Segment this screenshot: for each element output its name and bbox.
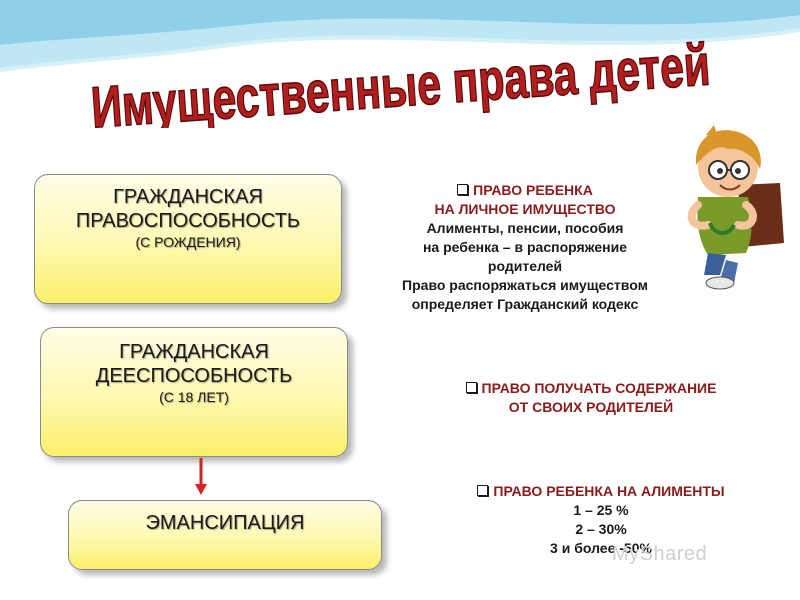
alimony-rate-2: 2 – 30% [575, 521, 627, 537]
property-right-line-3: родителей [487, 258, 563, 274]
civil-capacity-note: (С РОЖДЕНИЯ) [135, 234, 241, 250]
cartoon-boy-illustration [687, 125, 784, 290]
alimony-rate-3: 3 и более -50% [550, 540, 652, 556]
checkbox-bullet-icon [465, 382, 477, 393]
property-right-line-5: определяет Гражданский кодекс [411, 296, 639, 312]
emancipation-label: ЭМАНСИПАЦИЯ [145, 512, 305, 534]
alimony-rate-1: 1 – 25 % [573, 502, 629, 518]
checkbox-bullet-icon [457, 184, 469, 195]
civil-competence-line2: ДЕЕСПОСОБНОСТЬ [95, 365, 293, 387]
emancipation-box: ЭМАНСИПАЦИЯ [68, 500, 382, 570]
support-right-heading: ПРАВО ПОЛУЧАТЬ СОДЕРЖАНИЕ [481, 380, 717, 396]
page-title-text: Имущественные права детей [89, 32, 712, 128]
property-right-heading-2: НА ЛИЧНОЕ ИМУЩЕСТВО [434, 201, 616, 217]
support-right-heading-2: ОТ СВОИХ РОДИТЕЛЕЙ [508, 399, 674, 415]
property-right-line-1: Алименты, пенсии, пособия [426, 220, 624, 236]
alimony-right-heading: ПРАВО РЕБЕНКА НА АЛИМЕНТЫ [493, 483, 725, 499]
property-right-line-4: Право распоряжаться имуществом [402, 277, 648, 293]
property-right-block: ПРАВО РЕБЕНКА НА ЛИЧНОЕ ИМУЩЕСТВО Алимен… [370, 181, 680, 314]
alimony-right-block: ПРАВО РЕБЕНКА НА АЛИМЕНТЫ 1 – 25 % 2 – 3… [430, 482, 772, 558]
civil-capacity-line1: ГРАЖДАНСКАЯ [113, 186, 263, 208]
property-right-heading: ПРАВО РЕБЕНКА [473, 182, 593, 198]
civil-competence-line1: ГРАЖДАНСКАЯ [119, 341, 269, 363]
civil-capacity-box: ГРАЖДАНСКАЯ ПРАВОСПОСОБНОСТЬ (С РОЖДЕНИЯ… [34, 174, 342, 304]
page-title: Имущественные права детей [88, 32, 713, 128]
civil-competence-box: ГРАЖДАНСКАЯ ДЕЕСПОСОБНОСТЬ (С 18 ЛЕТ) [40, 327, 348, 457]
civil-competence-note: (С 18 ЛЕТ) [159, 389, 229, 405]
down-arrow-icon [195, 458, 207, 495]
property-right-line-2: на ребенка – в распоряжение [422, 239, 628, 255]
checkbox-bullet-icon [477, 485, 489, 496]
watermark-text: MyShared [612, 543, 708, 565]
civil-capacity-line2: ПРАВОСПОСОБНОСТЬ [75, 210, 301, 232]
support-right-block: ПРАВО ПОЛУЧАТЬ СОДЕРЖАНИЕ ОТ СВОИХ РОДИТ… [420, 379, 762, 417]
